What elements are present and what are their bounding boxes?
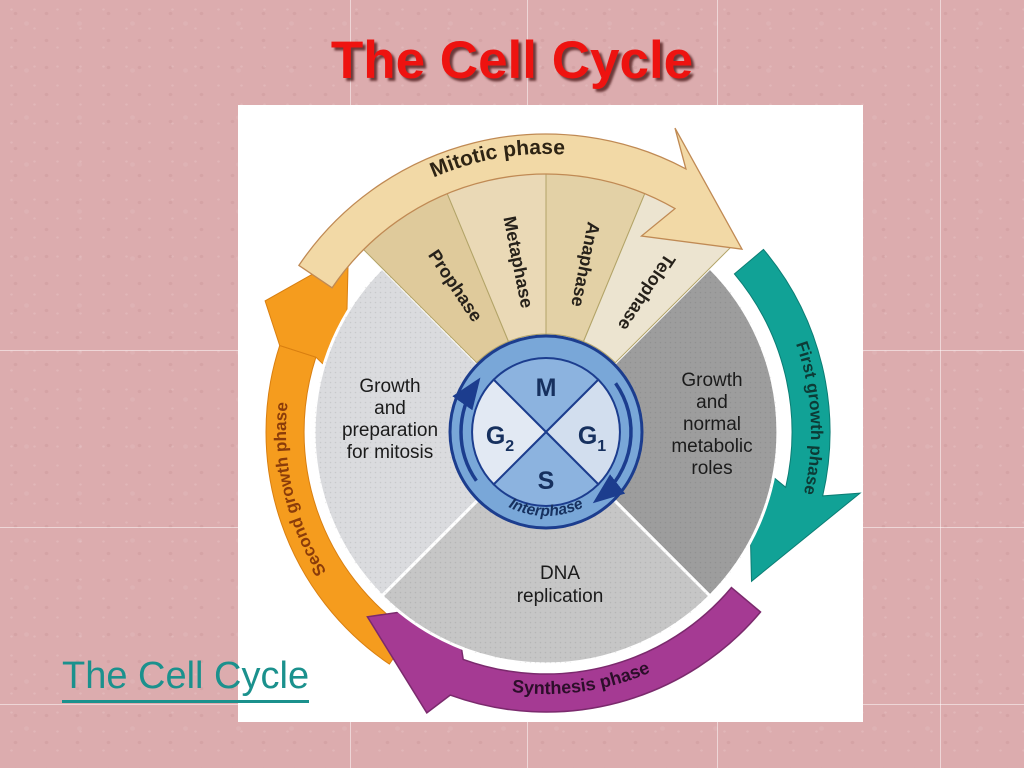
- cell-cycle-diagram: Second growth phase Synthesis phase Firs…: [264, 127, 862, 714]
- grid-line-vertical: [940, 0, 941, 768]
- g2-letter-main: G: [486, 422, 505, 450]
- caption-line: replication: [517, 586, 604, 607]
- synthesis-arrow-shape: [366, 586, 762, 714]
- g2-quadrant-caption: Growth and preparation for mitosis: [342, 376, 438, 463]
- g1-quadrant-texture: [546, 268, 778, 596]
- s-sector: [492, 430, 600, 507]
- caption-line: preparation: [342, 420, 438, 441]
- g1-letter-main: G: [578, 422, 597, 450]
- g1-letter-sub: 1: [597, 438, 606, 455]
- cell-cycle-diagram-panel: Second growth phase Synthesis phase Firs…: [238, 105, 863, 722]
- cell-cycle-link[interactable]: The Cell Cycle: [62, 655, 310, 703]
- caption-line: metabolic: [671, 436, 752, 457]
- g2-quadrant-texture: [314, 268, 546, 596]
- caption-line: DNA: [540, 563, 580, 584]
- g2-letter-sub: 2: [505, 438, 514, 455]
- m-sector: [492, 357, 600, 434]
- s-quadrant-texture: [382, 432, 710, 664]
- g1-phase-letter: G1: [578, 422, 606, 455]
- g2-phase-letter: G2: [486, 422, 514, 455]
- interphase-ring: Interphase M G2 G1 S: [448, 334, 644, 530]
- m-phase-letter: M: [536, 374, 557, 402]
- cycle-quadrants: Growth and preparation for mitosis Growt…: [312, 265, 780, 666]
- g2-sector: [471, 378, 548, 486]
- caption-line: Growth: [681, 370, 742, 391]
- mitotic-arrow-shape: [297, 127, 744, 289]
- synthesis-phase-arrow: Synthesis phase: [366, 586, 762, 714]
- caption-line: roles: [691, 458, 732, 479]
- s-quadrant-caption: DNA replication: [517, 563, 604, 607]
- caption-line: and: [696, 392, 728, 413]
- caption-line: for mitosis: [347, 442, 434, 463]
- cycle-direction-arrow-left: [452, 377, 481, 482]
- slide-title: The Cell Cycle: [330, 31, 694, 90]
- caption-line: and: [374, 398, 406, 419]
- caption-line: Growth: [359, 376, 420, 397]
- s-phase-letter: S: [538, 467, 555, 495]
- g1-quadrant-caption: Growth and normal metabolic roles: [671, 370, 752, 479]
- cycle-direction-arrow-right: [592, 382, 633, 504]
- caption-line: normal: [683, 414, 741, 435]
